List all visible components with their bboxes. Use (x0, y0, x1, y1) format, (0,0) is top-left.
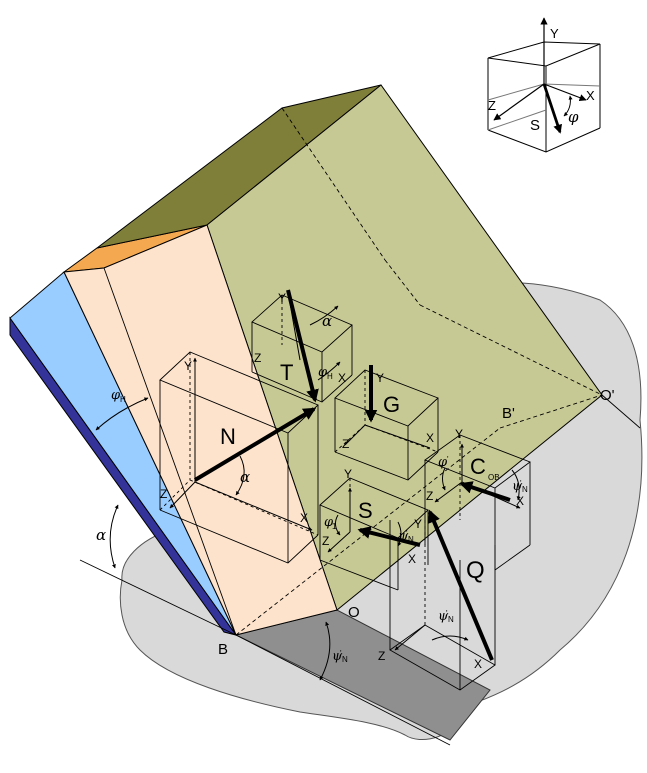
phi-s-subscript: 1 (332, 522, 337, 531)
psi-q-subscript: N (448, 615, 454, 624)
force-t-label: T (280, 360, 293, 385)
c-box-x-label: X (516, 494, 524, 508)
psi-base-arc (319, 621, 331, 681)
psi-s-subscript: N (408, 535, 414, 544)
force-s-label: S (358, 498, 373, 523)
phi-t-subscript: Н (327, 372, 333, 381)
q-box-z-label: Z (378, 649, 385, 663)
psi-q-symbol: ψ (438, 609, 449, 624)
legend-phi-label: φ (568, 108, 579, 126)
legend-x-label: X (586, 88, 595, 103)
n-alpha-arc (235, 455, 245, 496)
phi-s-symbol: φ (324, 515, 334, 530)
s-box-x-label: X (408, 552, 416, 566)
g-box-x-label: X (426, 431, 434, 445)
s-box-y-label: Y (344, 467, 352, 481)
n-box-z-axis (169, 481, 196, 509)
phi-c-prime: ' (447, 455, 449, 464)
c-phi-arc (441, 467, 446, 491)
front-face (63, 224, 338, 636)
n-box-x-label: X (300, 511, 308, 525)
psi-base-symbol: ψ (332, 649, 343, 664)
g-box-z-label: Z (342, 437, 349, 451)
t-phi-arc (317, 361, 341, 381)
s-psi-arc (397, 521, 402, 547)
psi-q-prime: ' (446, 609, 448, 618)
c-box-z-label: Z (426, 489, 433, 503)
phi-h-symbol: φ (111, 388, 121, 403)
s-z-axis (327, 531, 351, 553)
s-box-z-label: Z (322, 534, 329, 548)
point-o-prime-label: O' (600, 387, 615, 404)
t-force-box (251, 294, 353, 403)
psi-c-symbol: ψ (512, 479, 523, 494)
alpha-base-arc (109, 504, 119, 569)
g-x-axis (364, 424, 431, 449)
q-force-vector (428, 509, 494, 661)
force-c-label: C (470, 454, 486, 479)
force-g-label: G (383, 392, 400, 417)
psi-s-prime: ' (406, 529, 408, 538)
g-box-y-label: Y (376, 371, 384, 385)
force-q-label: Q (466, 557, 485, 584)
legend-x-axis (543, 83, 587, 102)
t-force-vector (286, 289, 319, 403)
n-box-z-label: Z (160, 487, 167, 501)
c-psi-arc (511, 469, 521, 501)
legend-phi-arc (563, 95, 573, 117)
c-z-axis (434, 481, 463, 503)
point-o-label: O (348, 604, 360, 621)
n-force-vector (193, 407, 317, 482)
n-force-box (159, 351, 319, 564)
t-alpha-arc (309, 305, 339, 326)
n-box-x-axis (194, 481, 313, 531)
q-psi-arc (431, 635, 469, 641)
q-box-x-label: X (474, 657, 482, 671)
t-box-y-label: Y (278, 291, 286, 305)
construction-lines (79, 107, 641, 746)
s-phi-arc (334, 514, 341, 536)
t-box-z-label: Z (254, 351, 261, 365)
alpha-t-label: α (322, 312, 332, 330)
psi-s-symbol: ψ (398, 529, 409, 544)
point-b-prime-label: B' (502, 405, 515, 422)
c-force-box (424, 434, 531, 571)
phi-h-arc (95, 397, 149, 431)
legend-z-axis (493, 83, 545, 121)
psi-base-subscript: N (342, 655, 348, 664)
c-x-axis (461, 481, 521, 509)
phi-c-symbol: φ (438, 455, 448, 470)
alpha-base-label: α (96, 526, 106, 544)
n-box-y-label: Y (184, 359, 192, 373)
force-c-subscript: ОВ (488, 473, 500, 482)
phi-h-subscript: Н (120, 395, 126, 404)
legend-s-vector (542, 83, 562, 134)
psi-base-prime: ' (340, 649, 342, 658)
g-z-axis (344, 424, 366, 446)
legend-z-label: Z (488, 98, 496, 113)
s-force-box (319, 477, 429, 591)
psi-c-subscript: N (522, 485, 528, 494)
psi-c-prime: ' (520, 479, 522, 488)
point-b-label: B (218, 641, 228, 658)
legend-s-label: S (530, 117, 540, 134)
t-box-x-label: X (338, 371, 346, 385)
c-box-y-label: Y (455, 427, 463, 441)
force-n-label: N (220, 424, 236, 449)
q-z-axis (394, 624, 426, 651)
legend-y-label: Y (550, 26, 559, 41)
phi-t-symbol: φ (318, 365, 328, 380)
q-force-box (389, 520, 496, 691)
s-box-y2-label: Y (414, 517, 422, 531)
alpha-n-label: α (240, 468, 250, 486)
c-force-vector (459, 481, 511, 502)
legend-cube (487, 41, 601, 153)
t-y-axis (287, 291, 301, 361)
